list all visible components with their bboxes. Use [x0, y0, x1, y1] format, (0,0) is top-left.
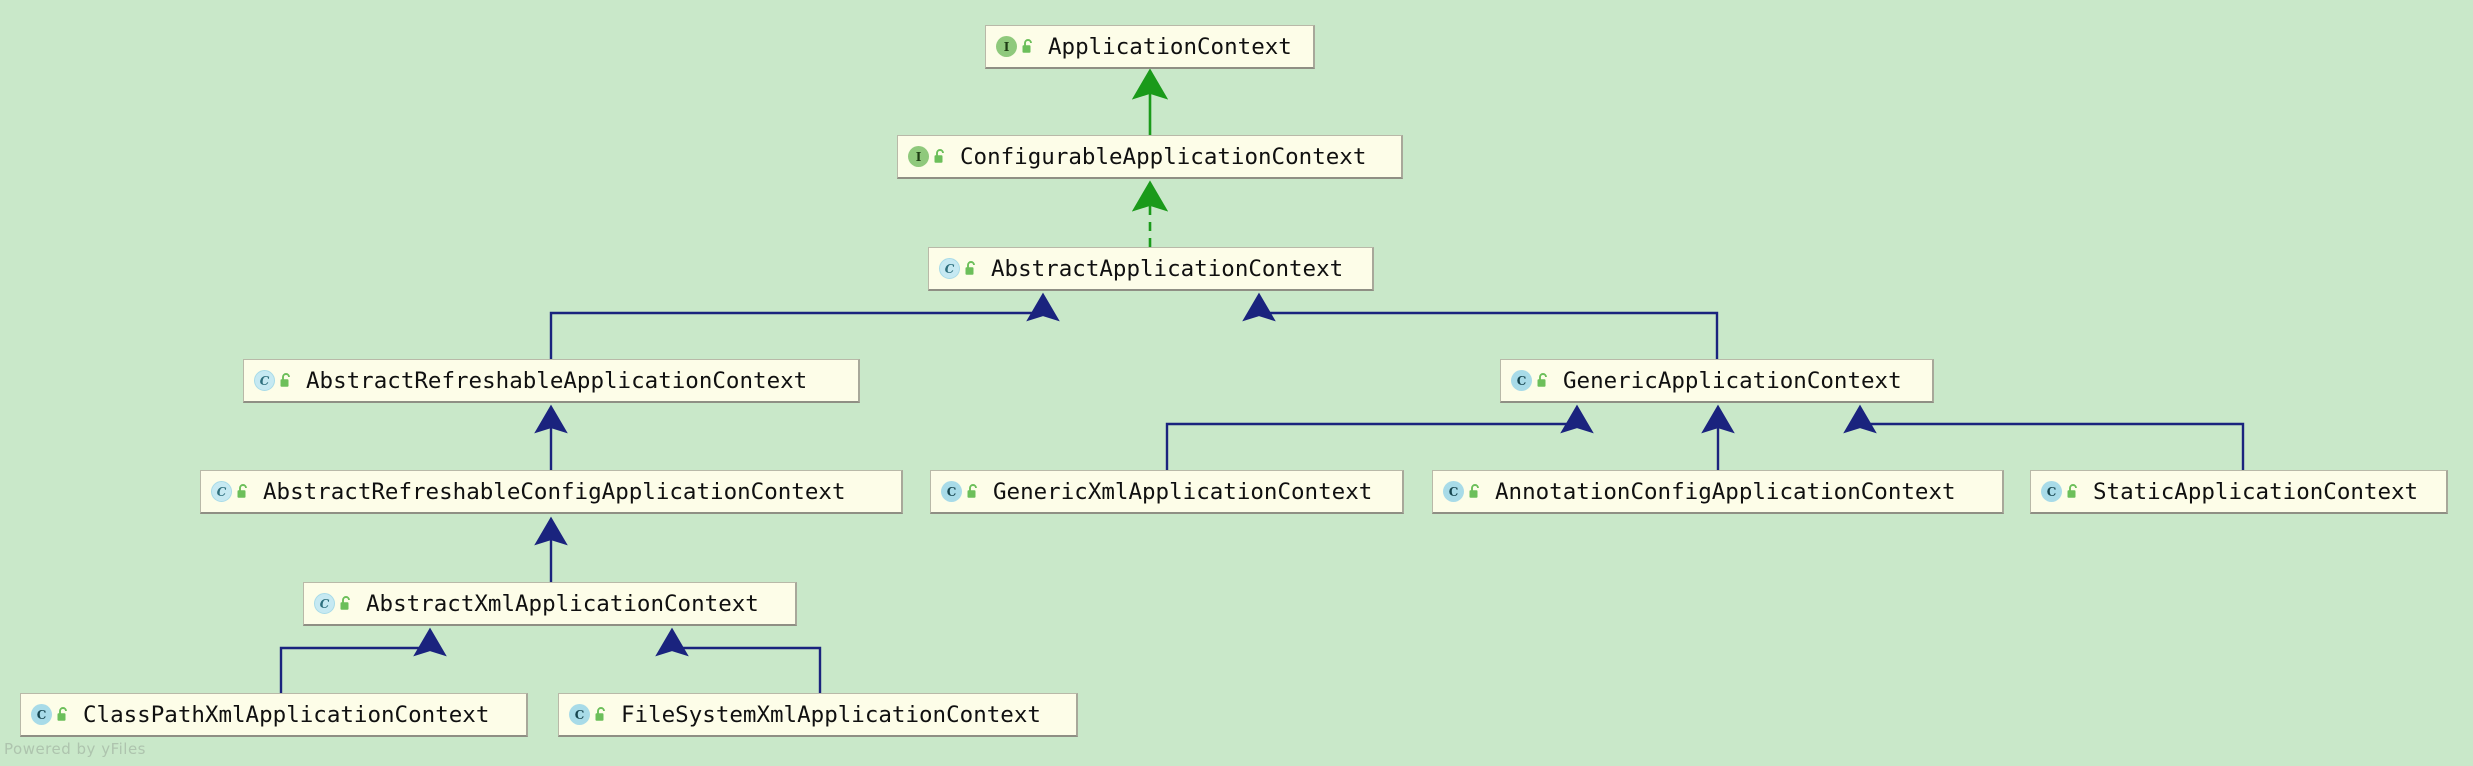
- public-unlock-icon: [1468, 484, 1482, 499]
- uml-node-filesystemxmlapplicationcontext[interactable]: C FileSystemXmlApplicationContext: [558, 693, 1078, 737]
- uml-node-label: AbstractXmlApplicationContext: [366, 590, 759, 617]
- edge-static-to-genericapplicationcontext: [1843, 404, 2245, 470]
- uml-node-label: ConfigurableApplicationContext: [960, 143, 1367, 170]
- uml-node-configurableapplicationcontext[interactable]: I ConfigurableApplicationContext: [897, 135, 1403, 179]
- class-badge-icon: C: [211, 481, 232, 502]
- class-badge-icon: C: [31, 704, 52, 725]
- public-unlock-icon: [964, 261, 978, 276]
- public-unlock-icon: [56, 707, 70, 722]
- node-icon-group: C: [254, 370, 293, 391]
- public-unlock-icon: [2066, 484, 2080, 499]
- public-unlock-icon: [594, 707, 608, 722]
- uml-node-label: StaticApplicationContext: [2093, 478, 2419, 505]
- yfiles-watermark: Powered by yFiles: [4, 740, 146, 758]
- uml-node-applicationcontext[interactable]: I ApplicationContext: [985, 25, 1315, 69]
- node-icon-group: I: [908, 146, 947, 167]
- class-badge-icon: C: [941, 481, 962, 502]
- public-unlock-icon: [966, 484, 980, 499]
- node-icon-group: C: [569, 704, 608, 725]
- uml-node-label: AbstractRefreshableApplicationContext: [306, 367, 808, 394]
- node-icon-group: C: [211, 481, 250, 502]
- uml-node-label: ApplicationContext: [1048, 33, 1292, 60]
- class-badge-icon: C: [2041, 481, 2062, 502]
- uml-node-abstractapplicationcontext[interactable]: C AbstractApplicationContext: [928, 247, 1374, 291]
- edge-filesystemxml-to-abstractxml: [655, 627, 822, 693]
- uml-node-staticapplicationcontext[interactable]: C StaticApplicationContext: [2030, 470, 2448, 514]
- class-badge-icon: C: [569, 704, 590, 725]
- class-badge-icon: C: [314, 593, 335, 614]
- class-badge-icon: C: [1511, 370, 1532, 391]
- interface-badge-icon: I: [996, 36, 1017, 57]
- uml-node-label: GenericXmlApplicationContext: [993, 478, 1373, 505]
- node-icon-group: C: [939, 258, 978, 279]
- uml-node-label: AbstractRefreshableConfigApplicationCont…: [263, 478, 846, 505]
- uml-node-label: ClassPathXmlApplicationContext: [83, 701, 490, 728]
- node-icon-group: C: [314, 593, 353, 614]
- uml-node-label: GenericApplicationContext: [1563, 367, 1902, 394]
- interface-badge-icon: I: [908, 146, 929, 167]
- node-icon-group: C: [2041, 481, 2080, 502]
- node-icon-group: I: [996, 36, 1035, 57]
- class-badge-icon: C: [1443, 481, 1464, 502]
- public-unlock-icon: [236, 484, 250, 499]
- public-unlock-icon: [339, 596, 353, 611]
- uml-node-label: AnnotationConfigApplicationContext: [1495, 478, 1956, 505]
- edge-genericxml-to-genericapplicationcontext: [1165, 404, 1594, 470]
- uml-node-abstractxmlapplicationcontext[interactable]: C AbstractXmlApplicationContext: [303, 582, 797, 626]
- public-unlock-icon: [933, 149, 947, 164]
- uml-node-abstractrefreshableconfigapplicationcontext[interactable]: C AbstractRefreshableConfigApplicationCo…: [200, 470, 903, 514]
- uml-node-genericxmlapplicationcontext[interactable]: C GenericXmlApplicationContext: [930, 470, 1404, 514]
- public-unlock-icon: [1536, 373, 1550, 388]
- class-badge-icon: C: [254, 370, 275, 391]
- uml-node-genericapplicationcontext[interactable]: C GenericApplicationContext: [1500, 359, 1934, 403]
- edge-genericapplicationcontext-to-abstractapplicationcontext: [1242, 292, 1719, 359]
- node-icon-group: C: [31, 704, 70, 725]
- public-unlock-icon: [1021, 39, 1035, 54]
- class-badge-icon: C: [939, 258, 960, 279]
- uml-node-annotationconfigapplicationcontext[interactable]: C AnnotationConfigApplicationContext: [1432, 470, 2004, 514]
- node-icon-group: C: [1511, 370, 1550, 391]
- node-icon-group: C: [1443, 481, 1482, 502]
- edge-classpathxml-to-abstractxml: [279, 627, 447, 693]
- public-unlock-icon: [279, 373, 293, 388]
- node-icon-group: C: [941, 481, 980, 502]
- edge-abstractrefreshable-to-abstractapplicationcontext: [549, 292, 1060, 359]
- uml-node-classpathxmlapplicationcontext[interactable]: C ClassPathXmlApplicationContext: [20, 693, 528, 737]
- uml-node-abstractrefreshableapplicationcontext[interactable]: C AbstractRefreshableApplicationContext: [243, 359, 860, 403]
- uml-node-label: FileSystemXmlApplicationContext: [621, 701, 1041, 728]
- uml-node-label: AbstractApplicationContext: [991, 255, 1344, 282]
